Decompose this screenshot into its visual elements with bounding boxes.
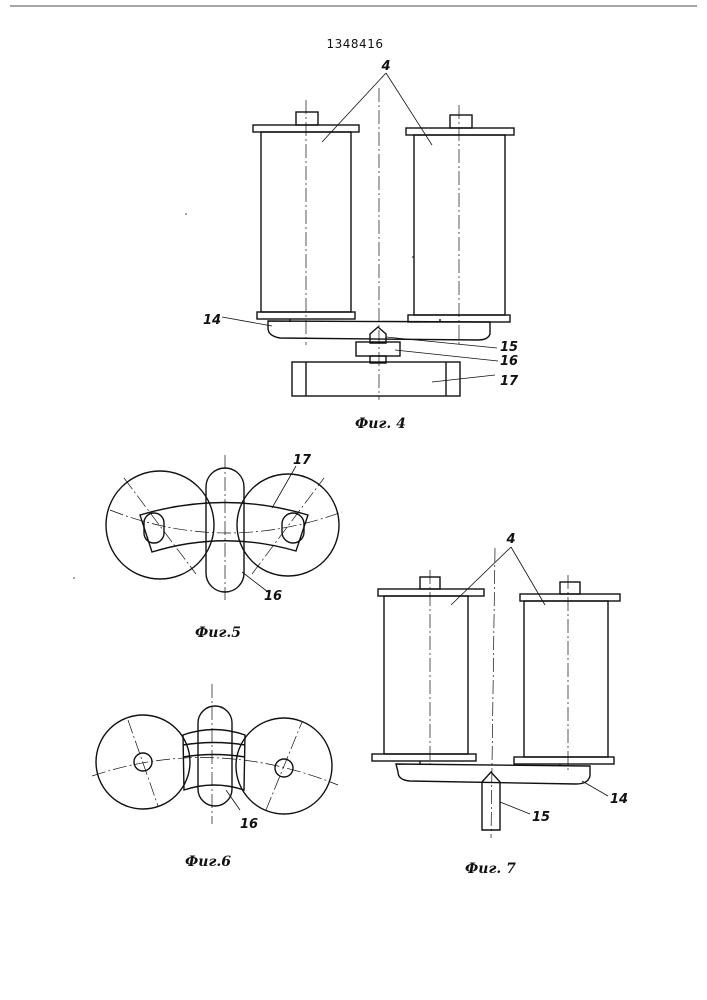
fig4-bar [292, 362, 460, 396]
fig4-label-bar: 17 [500, 374, 519, 389]
fig7-left-roller [372, 570, 484, 765]
fig5-right-roller [237, 474, 339, 576]
fig6-caption: Фиг.6 [185, 854, 231, 870]
fig7-label-pin: 15 [532, 810, 550, 825]
patent-number: 1348416 [327, 37, 384, 51]
fig5-left-roller [106, 471, 214, 579]
fig4-right-roller [406, 105, 514, 345]
fig5-label-block: 16 [264, 589, 282, 604]
fig4-block [356, 342, 400, 356]
fig7-right-roller [514, 575, 620, 770]
fig6-label-block: 16 [240, 817, 258, 832]
figure-7: 4 14 15 Фиг. 7 [372, 532, 628, 877]
figure-5: 17 16 Фиг.5 [106, 453, 342, 641]
fig5-caption: Фиг.5 [195, 625, 241, 641]
fig4-label-block: 16 [500, 354, 518, 369]
fig4-left-roller [253, 100, 359, 345]
fig5-bar [140, 503, 308, 553]
fig7-label-rollers: 4 [505, 532, 515, 547]
fig4-pin [370, 327, 386, 343]
fig4-label-pin: 15 [500, 340, 518, 355]
fig5-label-bar: 17 [293, 453, 312, 468]
figure-6: 16 Фиг.6 [92, 684, 338, 870]
fig4-label-plate: 14 [203, 313, 221, 328]
fig4-label-rollers: 4 [380, 59, 390, 74]
fig7-caption: Фиг. 7 [465, 861, 516, 877]
fig7-label-plate: 14 [610, 792, 628, 807]
fig4-caption: Фиг. 4 [355, 416, 406, 432]
figure-4: 4 14 15 16 17 Фиг. 4 [203, 59, 519, 432]
